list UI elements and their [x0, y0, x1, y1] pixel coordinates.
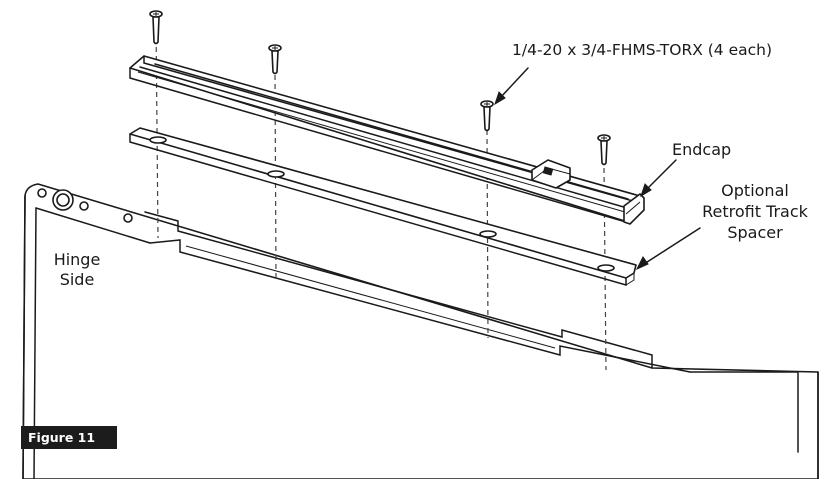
- hinge-label-line-1: Hinge: [53, 250, 101, 269]
- screw-3: [480, 100, 494, 132]
- spacer-label-line-1: Optional: [721, 181, 789, 200]
- track-stop-block: [531, 159, 571, 189]
- hinge-label-line-2: Side: [59, 270, 95, 289]
- screw-callout-label: 1/4-20 x 3/4-FHMS-TORX (4 each): [512, 41, 773, 59]
- screw-4: [597, 134, 611, 166]
- screw-2: [268, 44, 282, 75]
- endcap: [623, 193, 645, 225]
- endcap-callout-label: Endcap: [672, 140, 732, 159]
- figure-number-tag: Figure 11: [21, 426, 117, 449]
- retrofit-track-spacer: [129, 127, 637, 286]
- screw-1: [149, 10, 163, 45]
- track-rail: [129, 55, 645, 225]
- spacer-label-line-2: Retrofit Track: [702, 202, 808, 221]
- spacer-label-line-3: Spacer: [727, 223, 783, 242]
- spacer-callout-label: Optional Retrofit Track Spacer: [690, 180, 820, 243]
- leader-arrow-endcap: [640, 159, 677, 198]
- leader-arrow-screw: [494, 67, 529, 106]
- door-panel: [22, 183, 819, 479]
- hinge-side-label: Hinge Side: [42, 250, 112, 290]
- hinge-hardware: [37, 188, 133, 223]
- leader-arrow-spacer: [635, 227, 701, 271]
